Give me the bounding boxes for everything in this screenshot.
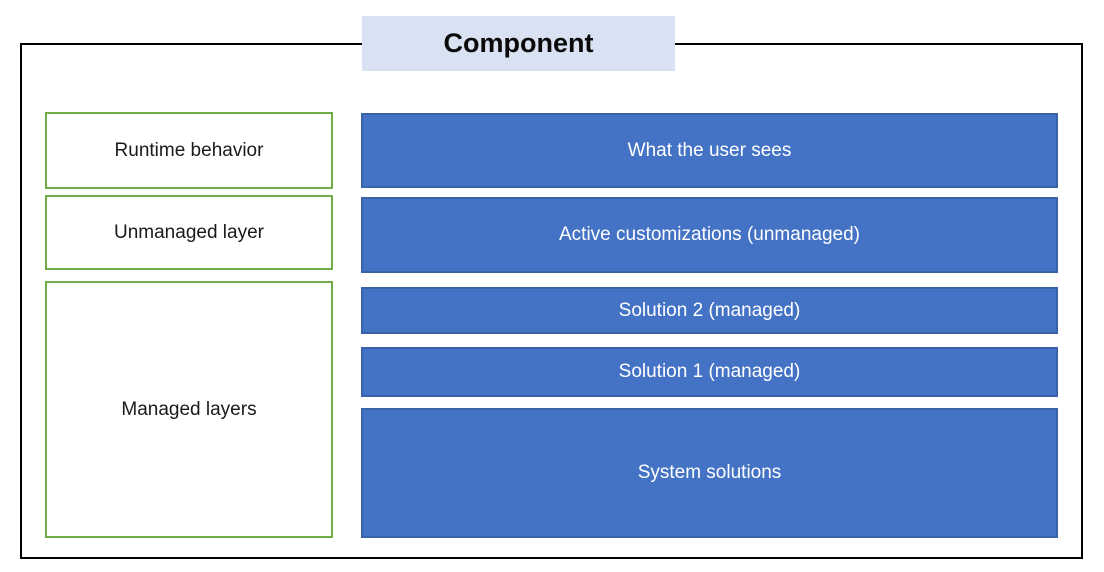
managed-layers-label: Managed layers bbox=[121, 398, 257, 420]
active-customizations-label: Active customizations (unmanaged) bbox=[559, 224, 860, 245]
layer-box-solution-2: Solution 2 (managed) bbox=[361, 287, 1058, 334]
solution-1-label: Solution 1 (managed) bbox=[618, 361, 801, 382]
diagram-title-box: Component bbox=[362, 16, 675, 71]
layer-box-solution-1: Solution 1 (managed) bbox=[361, 347, 1058, 397]
label-box-runtime-behavior: Runtime behavior bbox=[45, 112, 333, 189]
layer-box-system-solutions: System solutions bbox=[361, 408, 1058, 538]
label-box-unmanaged-layer: Unmanaged layer bbox=[45, 195, 333, 270]
layer-box-what-the-user-sees: What the user sees bbox=[361, 113, 1058, 188]
diagram-title: Component bbox=[443, 28, 594, 58]
what-the-user-sees-label: What the user sees bbox=[627, 139, 792, 161]
layer-box-active-customizations: Active customizations (unmanaged) bbox=[361, 197, 1058, 273]
runtime-behavior-label: Runtime behavior bbox=[114, 139, 264, 161]
label-box-managed-layers: Managed layers bbox=[45, 281, 333, 538]
unmanaged-layer-label: Unmanaged layer bbox=[114, 221, 264, 243]
solution-2-label: Solution 2 (managed) bbox=[618, 299, 801, 321]
system-solutions-label: System solutions bbox=[637, 462, 782, 483]
